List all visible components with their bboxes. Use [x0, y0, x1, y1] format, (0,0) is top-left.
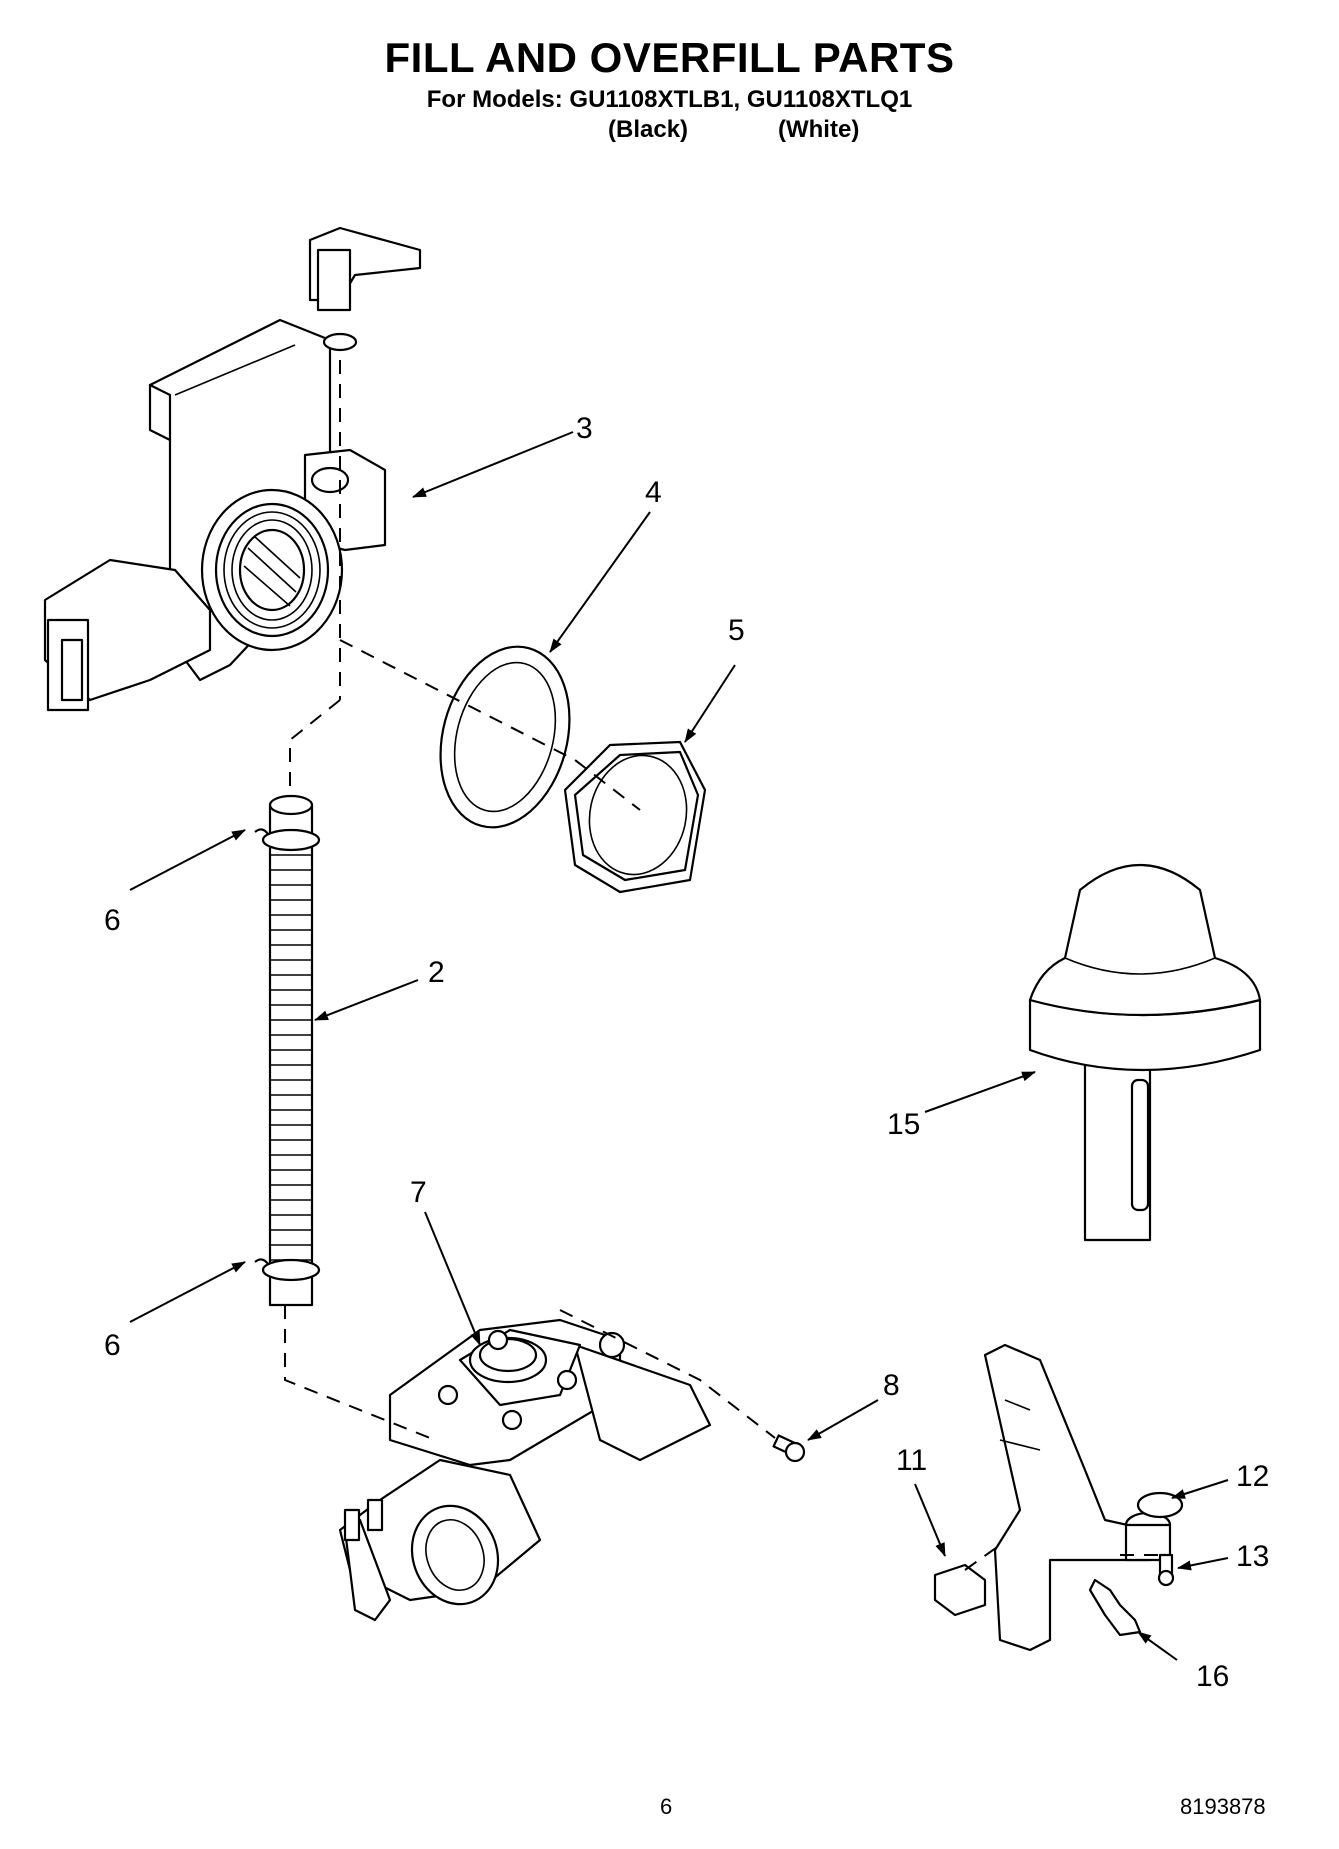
- callout-11: 11: [896, 1444, 927, 1477]
- callout-6-lower: 6: [104, 1329, 121, 1362]
- part-lever-16: [1088, 1578, 1142, 1637]
- part-switch-11: [933, 1563, 987, 1617]
- color-label-white: (White): [778, 116, 860, 143]
- callout-15: 15: [887, 1108, 920, 1141]
- part-fill-hose: [254, 794, 321, 1307]
- color-label-black: (Black): [608, 116, 689, 143]
- callout-3: 3: [576, 412, 593, 445]
- part-overfill-bracket: [983, 1343, 1184, 1652]
- page-number: 6: [660, 1794, 673, 1819]
- part-float: [1028, 864, 1262, 1242]
- part-fill-funnel: [43, 226, 422, 712]
- callout-13: 13: [1236, 1540, 1269, 1573]
- callout-12: 12: [1236, 1460, 1269, 1493]
- part-screw-8: [772, 1434, 806, 1463]
- callout-7: 7: [410, 1176, 427, 1209]
- page-title: FILL AND OVERFILL PARTS: [384, 34, 955, 81]
- callout-16: 16: [1196, 1660, 1229, 1693]
- part-screw-13: [1157, 1553, 1175, 1587]
- leader-lines: [129, 431, 1229, 1661]
- callout-2: 2: [428, 956, 445, 989]
- assembly-lines: [284, 360, 1160, 1571]
- callout-4: 4: [645, 476, 662, 509]
- document-number: 8193878: [1180, 1794, 1266, 1819]
- part-fill-valve: [338, 1318, 712, 1622]
- callout-8: 8: [883, 1369, 900, 1402]
- part-gasket-ring: [439, 645, 571, 829]
- callout-5: 5: [728, 614, 745, 647]
- model-list: For Models: GU1108XTLB1, GU1108XTLQ1: [426, 86, 913, 113]
- part-hex-nut: [563, 740, 707, 894]
- callout-6-upper: 6: [104, 904, 121, 937]
